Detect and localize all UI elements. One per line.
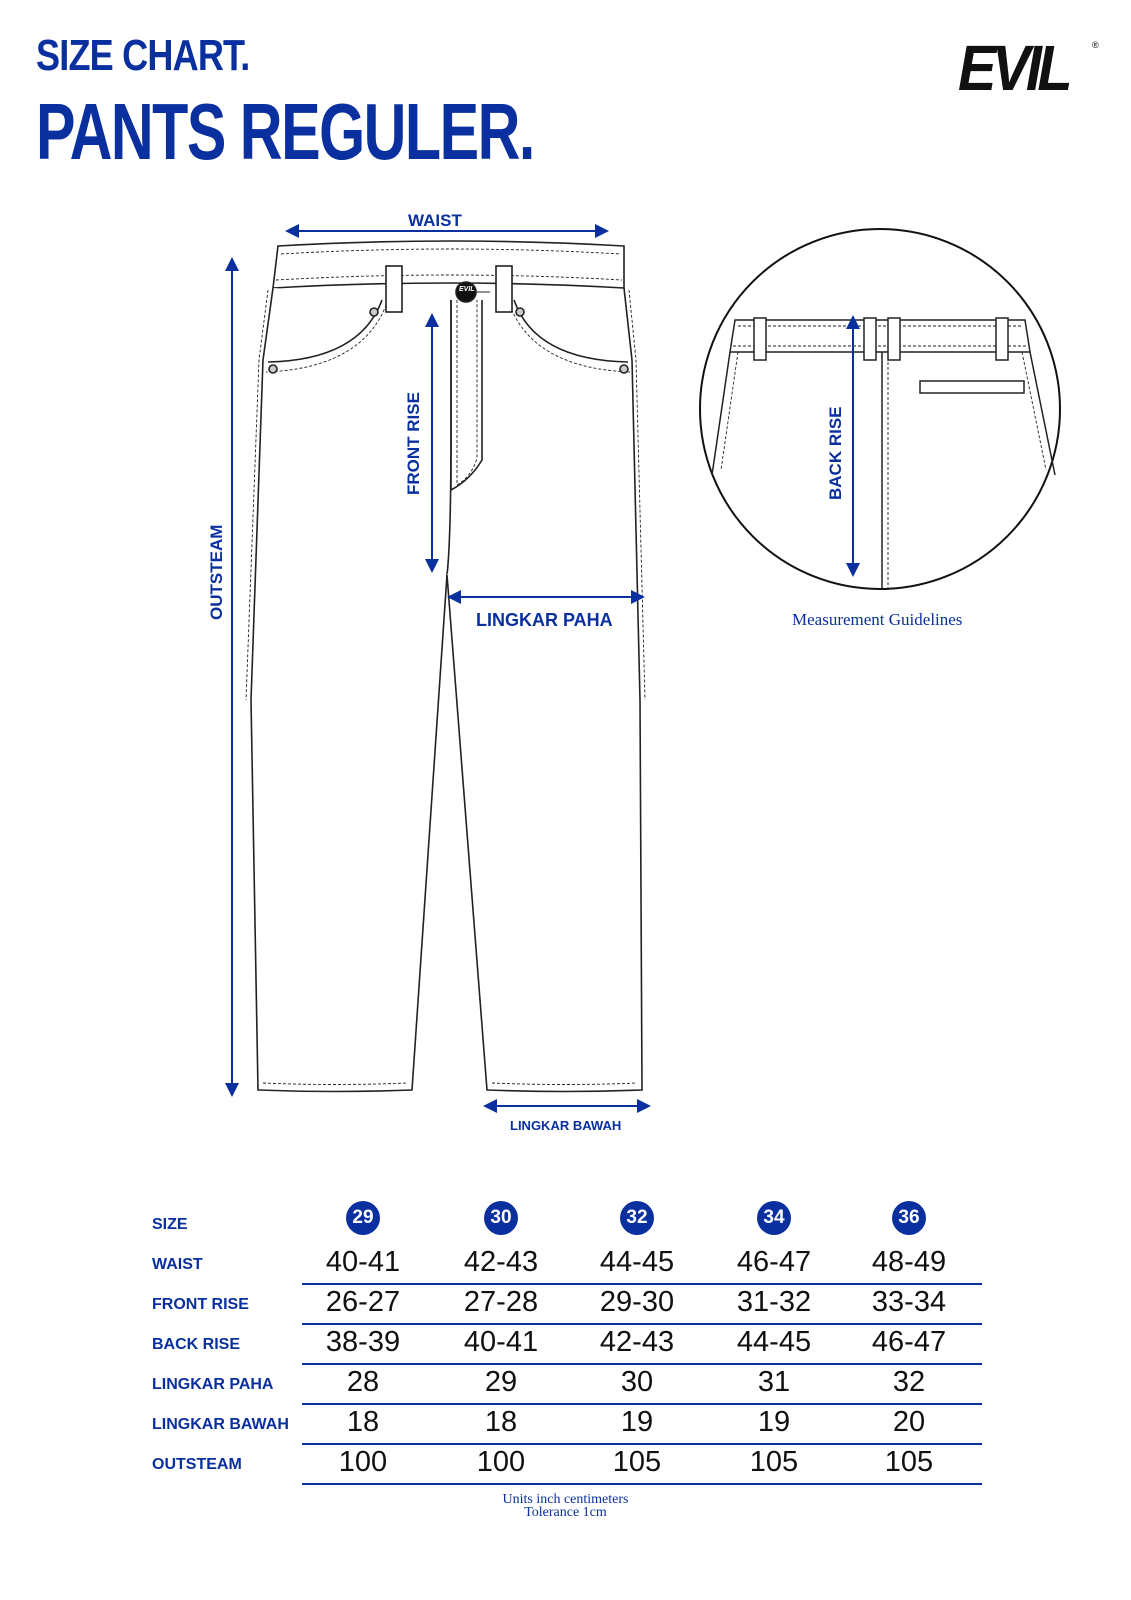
table-cell: 44-45 <box>736 1326 812 1358</box>
table-cell: 19 <box>757 1406 791 1438</box>
table-cell: 46-47 <box>871 1326 947 1358</box>
outsteam-label: OUTSTEAM <box>207 524 226 620</box>
title-pants-reguler: PANTS REGULER. <box>36 87 535 176</box>
table-cell: 40-41 <box>463 1326 539 1358</box>
tolerance-note: Tolerance 1cm <box>524 1505 607 1520</box>
size-badge: 32 <box>620 1201 654 1235</box>
pants-outline <box>245 240 646 1093</box>
table-cell: 38-39 <box>325 1326 401 1358</box>
units-note: Units inch centimeters <box>502 1492 629 1507</box>
table-cell: 18 <box>484 1406 518 1438</box>
row-divider <box>302 1443 982 1445</box>
row-label-front-rise: FRONT RISE <box>152 1296 249 1313</box>
table-cell: 42-43 <box>463 1246 539 1278</box>
table-cell: 42-43 <box>599 1326 675 1358</box>
table-cell: 48-49 <box>871 1246 947 1278</box>
brand-logo: EVIL <box>958 32 1073 104</box>
size-badge: 30 <box>484 1201 518 1235</box>
table-cell: 28 <box>346 1366 380 1398</box>
table-cell: 31-32 <box>736 1286 812 1318</box>
table-cell: 29-30 <box>599 1286 675 1318</box>
lingkar-bawah-label: LINGKAR BAWAH <box>510 1118 622 1133</box>
table-cell: 100 <box>476 1446 526 1478</box>
row-divider <box>302 1323 982 1325</box>
table-cell: 29 <box>484 1366 518 1398</box>
table-cell: 19 <box>620 1406 654 1438</box>
size-badge: 29 <box>346 1201 380 1235</box>
table-cell: 32 <box>892 1366 926 1398</box>
table-cell: 20 <box>892 1406 926 1438</box>
table-cell: 26-27 <box>325 1286 401 1318</box>
table-cell: 46-47 <box>736 1246 812 1278</box>
measurement-guidelines-caption: Measurement Guidelines <box>792 610 963 629</box>
table-cell: 105 <box>612 1446 662 1478</box>
table-cell: 31 <box>757 1366 791 1398</box>
table-cell: 40-41 <box>325 1246 401 1278</box>
back-rise-label: BACK RISE <box>826 406 845 500</box>
waist-label: WAIST <box>408 211 462 230</box>
row-label-waist: WAIST <box>152 1256 203 1273</box>
title-size-chart: SIZE CHART. <box>36 31 250 80</box>
size-badge: 34 <box>757 1201 791 1235</box>
measurement-arrows <box>225 224 651 1113</box>
row-divider <box>302 1363 982 1365</box>
lingkar-paha-label: LINGKAR PAHA <box>476 610 613 630</box>
row-divider <box>302 1403 982 1405</box>
table-cell: 44-45 <box>599 1246 675 1278</box>
row-label-lingkar-bawah: LINGKAR BAWAH <box>152 1416 289 1433</box>
table-cell: 30 <box>620 1366 654 1398</box>
table-cell: 33-34 <box>871 1286 947 1318</box>
row-divider <box>302 1283 982 1285</box>
front-rise-label: FRONT RISE <box>404 392 423 495</box>
row-label-lingkar-paha: LINGKAR PAHA <box>152 1376 274 1393</box>
row-label-outsteam: OUTSTEAM <box>152 1456 242 1473</box>
table-cell: 105 <box>884 1446 934 1478</box>
table-cell: 105 <box>749 1446 799 1478</box>
size-badge: 36 <box>892 1201 926 1235</box>
back-rise-detail <box>699 228 1061 590</box>
registered-mark: ® <box>1092 40 1099 50</box>
table-cell: 100 <box>338 1446 388 1478</box>
row-label-back-rise: BACK RISE <box>152 1336 241 1353</box>
size-header: SIZE <box>152 1216 188 1233</box>
row-divider <box>302 1483 982 1485</box>
table-cell: 27-28 <box>463 1286 539 1318</box>
button-logo: EVIL <box>459 286 475 293</box>
table-cell: 18 <box>346 1406 380 1438</box>
